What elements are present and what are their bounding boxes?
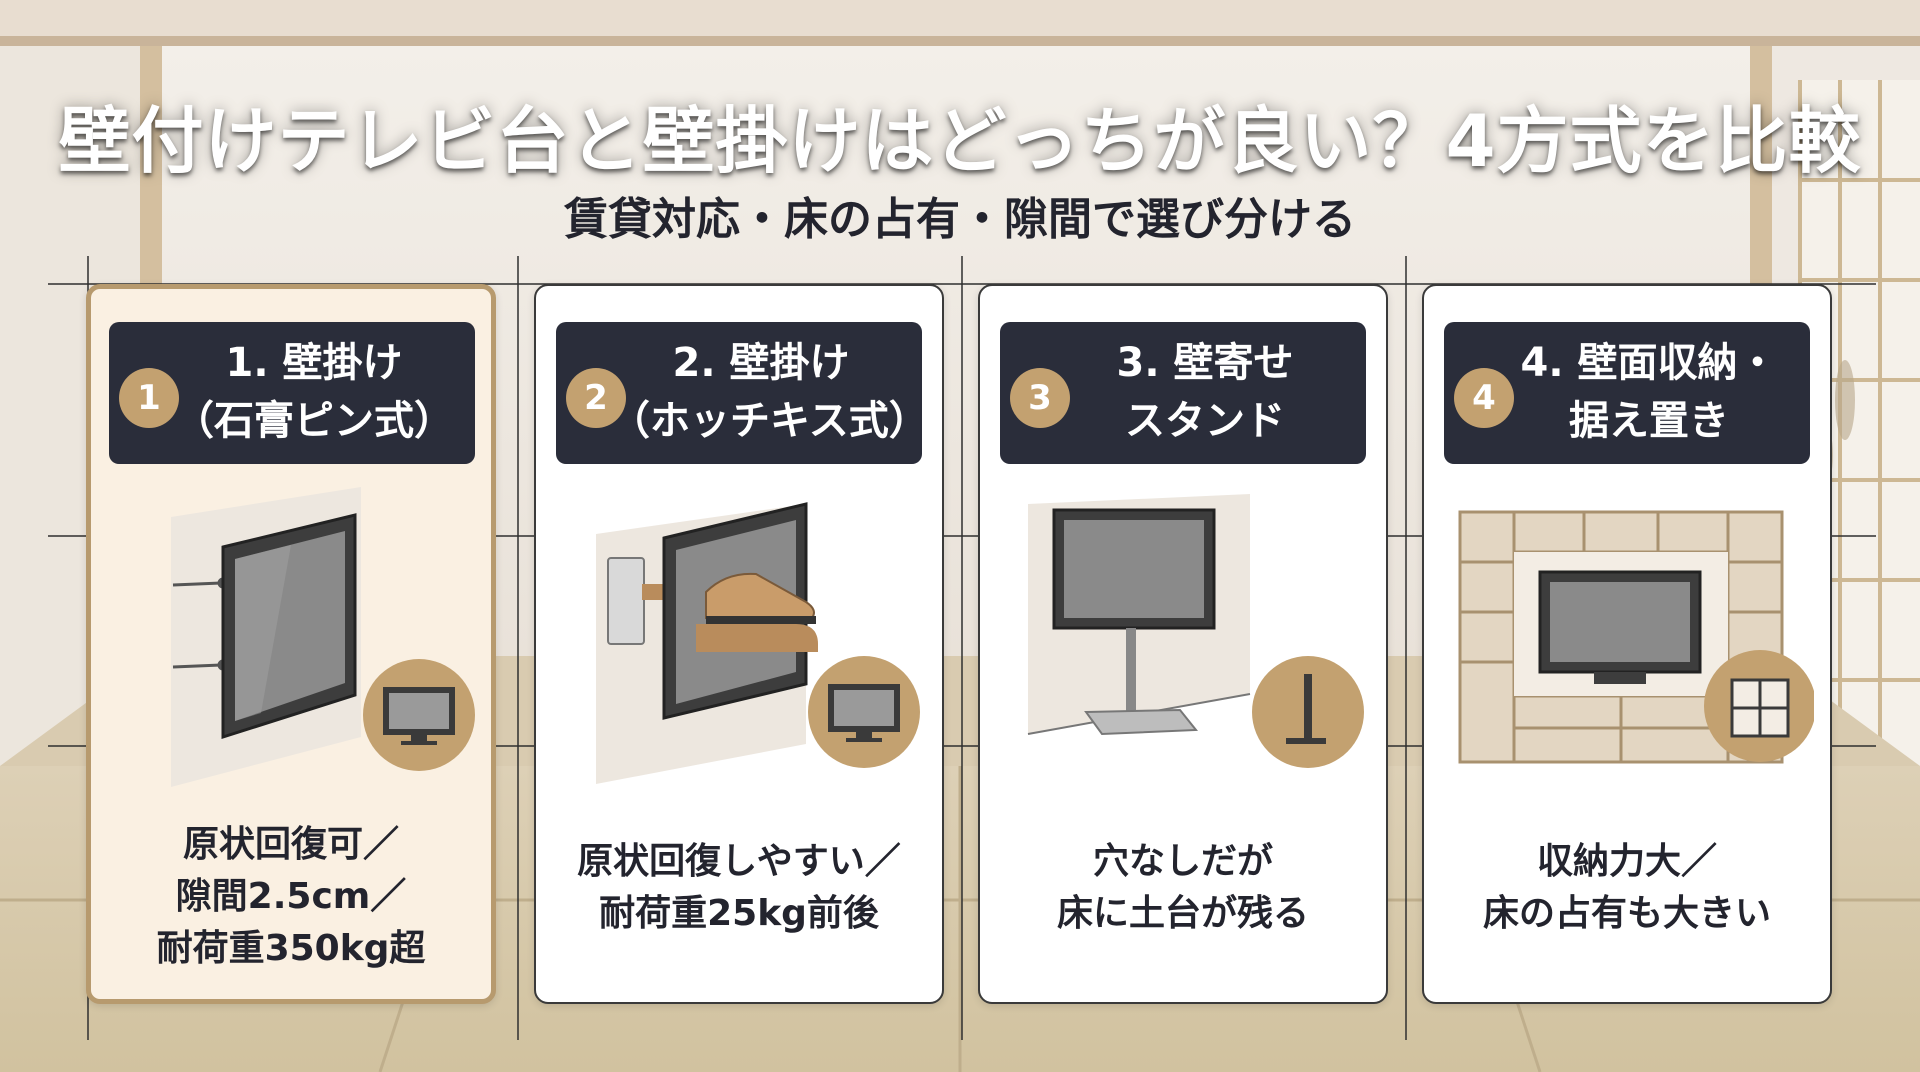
stand-icon	[1252, 656, 1364, 768]
method-header: 2 2. 壁掛け （ホッチキス式）	[556, 322, 929, 464]
method-number-badge: 1	[119, 368, 179, 428]
method-description: 穴なしだが 床に土台が残る	[1056, 841, 1309, 934]
wall-stand-illustration	[1027, 494, 1364, 768]
plaster-pin-wallmount-illustration	[171, 487, 475, 787]
method-card-4[interactable]: 4 4. 壁面収納・ 据え置き	[1422, 284, 1832, 1004]
stapler-icon	[696, 572, 818, 652]
method-card-1[interactable]: 1 1. 壁掛け （石膏ピン式） 原状回復可／ 隙間2.5cm／ 耐荷重350k…	[86, 284, 496, 1004]
page-subtitle: 賃貸対応・床の占有・隙間で選び分ける	[564, 194, 1356, 245]
tv-icon	[363, 659, 475, 771]
method-header: 3 3. 壁寄せ スタンド	[1000, 322, 1366, 464]
method-title: 4. 壁面収納・ 据え置き	[1520, 340, 1778, 444]
method-number-badge: 3	[1010, 368, 1070, 428]
stapler-wallmount-illustration	[596, 502, 920, 784]
method-title: 3. 壁寄せ スタンド	[1116, 340, 1294, 444]
method-number-badge: 4	[1454, 368, 1514, 428]
method-description: 原状回復可／ 隙間2.5cm／ 耐荷重350kg超	[156, 824, 426, 969]
method-header: 4 4. 壁面収納・ 据え置き	[1444, 322, 1810, 464]
tv-icon	[808, 656, 920, 768]
method-title: 1. 壁掛け （石膏ピン式）	[174, 340, 454, 444]
method-header: 1 1. 壁掛け （石膏ピン式）	[109, 322, 475, 464]
method-number-badge: 2	[566, 368, 626, 428]
method-card-3[interactable]: 3 3. 壁寄せ スタンド 穴なしだが 床に土台が残る	[978, 284, 1388, 1004]
method-title: 2. 壁掛け （ホッチキス式）	[610, 340, 929, 444]
method-description: 原状回復しやすい／ 耐荷重25kg前後	[577, 841, 901, 934]
method-description: 収納力大／ 床の占有も大きい	[1482, 841, 1771, 934]
wall-storage-illustration	[1458, 510, 1814, 764]
page-title: 壁付けテレビ台と壁掛けはどっちが良い？4方式を比較	[58, 99, 1862, 183]
method-card-2[interactable]: 2 2. 壁掛け （ホッチキス式） 原状回復しやすい／ 耐荷重25kg前後	[534, 284, 944, 1004]
cabinet-icon	[1704, 650, 1814, 762]
